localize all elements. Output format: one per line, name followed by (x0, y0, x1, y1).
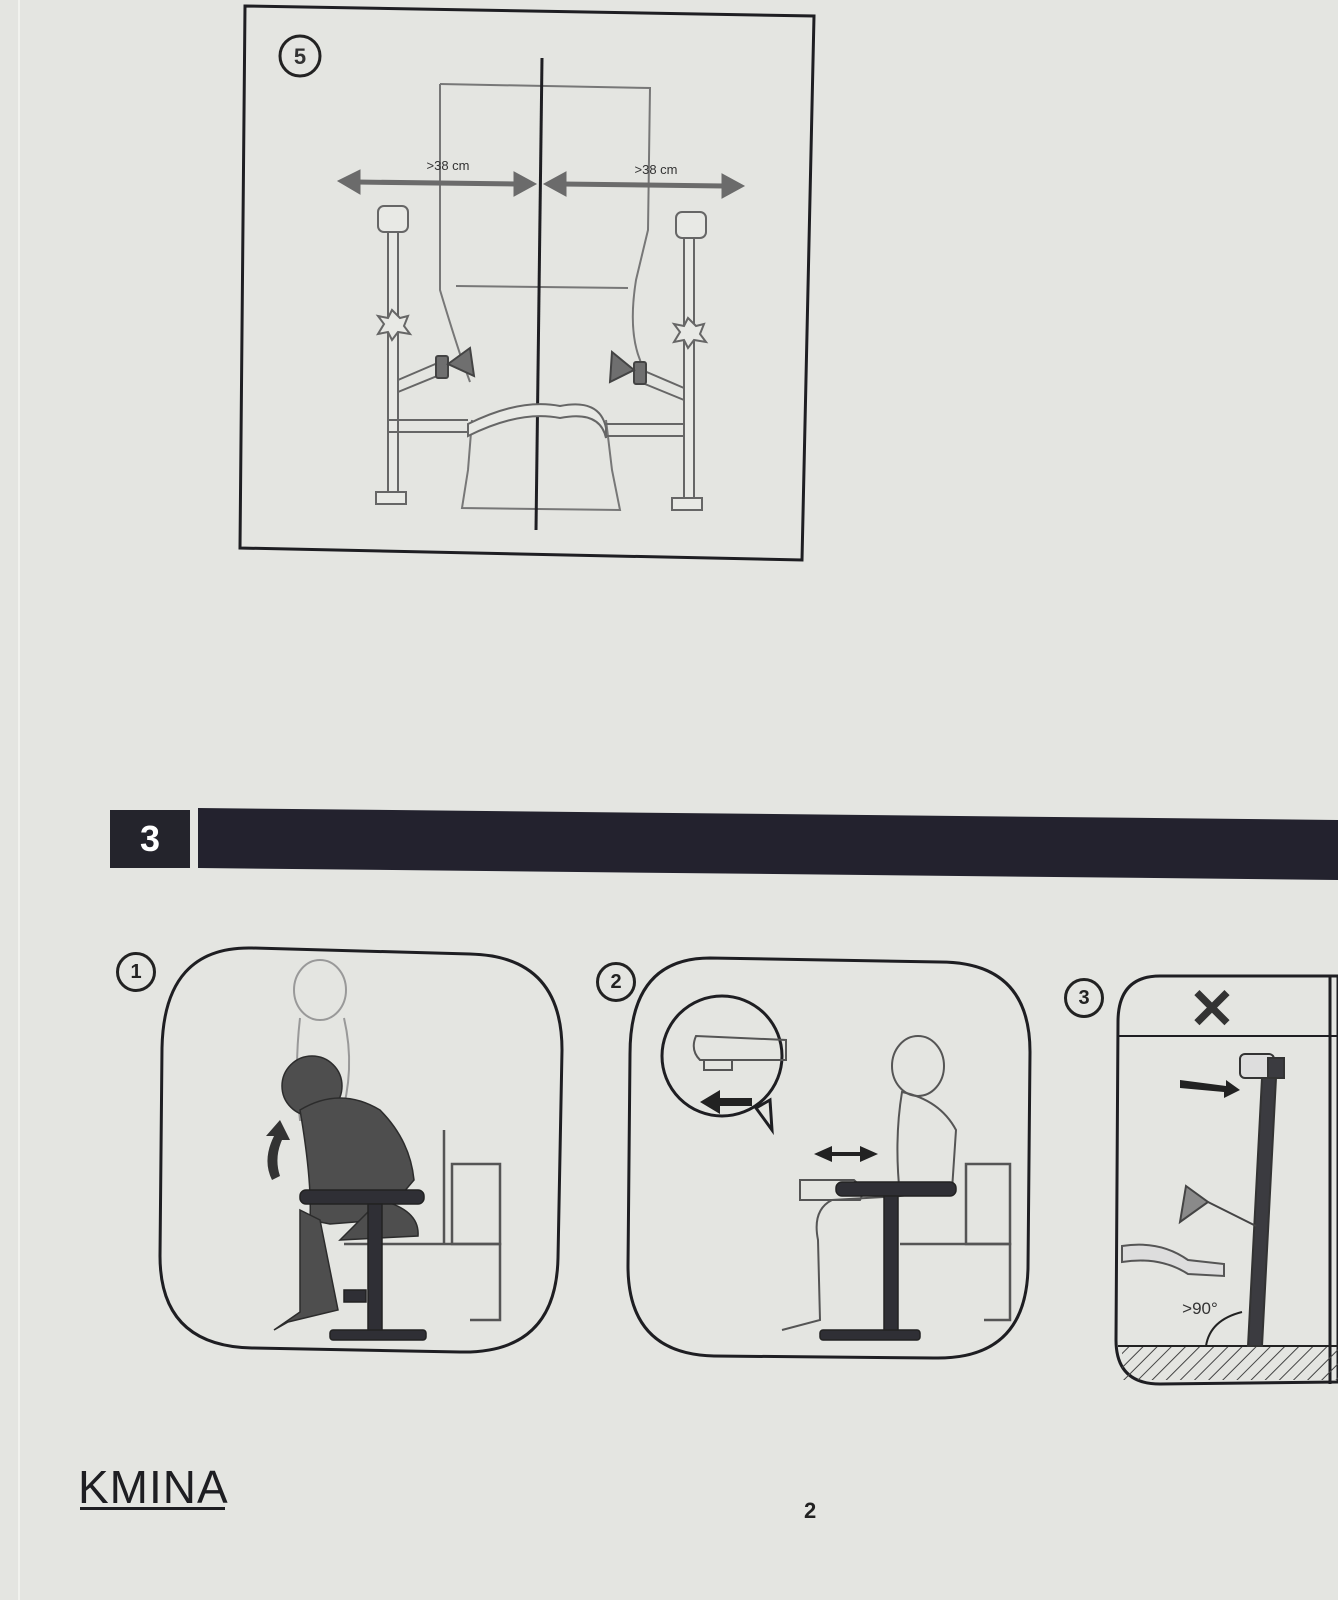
step-2-circle: 2 (596, 962, 636, 1002)
left-arrow (336, 169, 538, 197)
panel-2-slide-arrow (814, 1146, 878, 1162)
step-5-circle (278, 34, 322, 78)
right-support-post (606, 211, 709, 511)
panel-3-frame (1114, 974, 1338, 1386)
panel-1-up-arrow (266, 1120, 290, 1180)
center-line (534, 57, 544, 531)
wrong-mark: ✕ (1189, 977, 1236, 1040)
toilet-tank-outline (439, 83, 652, 381)
page-edge (18, 0, 20, 1600)
panel-3-suction-cup (1178, 1184, 1257, 1227)
right-measure-label: >38 cm (635, 162, 678, 177)
left-support-post (375, 205, 468, 505)
toilet-base-outline (460, 419, 622, 512)
page-number: 2 (804, 1498, 817, 1523)
left-suction-cup (435, 346, 476, 379)
connecting-bar (467, 403, 607, 439)
panel-1-frame (158, 946, 564, 1354)
step-1-circle: 1 (116, 952, 156, 992)
panel-1-toilet-frame (299, 1189, 427, 1341)
right-arrow (542, 171, 746, 199)
panel-2-callout-bubble (660, 994, 787, 1136)
brand-logo: KMINA (78, 1461, 229, 1513)
panel-2-frame (626, 956, 1032, 1360)
panel-3-connecting-bar (1121, 1243, 1225, 1278)
panel-2-left-arrow (700, 1090, 752, 1114)
figure-5-border (238, 4, 816, 562)
panel-2-toilet-frame (819, 1181, 957, 1341)
step-3-circle: 3 (1064, 978, 1104, 1018)
figure-5-toilet-frame: 5 >38 cm >38 cm (238, 4, 816, 562)
panel-3-floor-hatch (1122, 1346, 1338, 1380)
step-5-number: 5 (294, 44, 306, 69)
panel-3-angle-label: >90° (1182, 1299, 1218, 1318)
panel-3-push-arrow (1180, 1080, 1240, 1098)
right-suction-cup (608, 349, 647, 385)
panel-2-toilet (900, 1162, 1012, 1322)
left-measure-label: >38 cm (427, 158, 470, 173)
section-number: 3 (110, 810, 190, 868)
panel-1-toilet (344, 1130, 502, 1322)
panel-3-tilted-post (1239, 1053, 1285, 1347)
panel-3-angle-arc (1205, 1311, 1243, 1347)
